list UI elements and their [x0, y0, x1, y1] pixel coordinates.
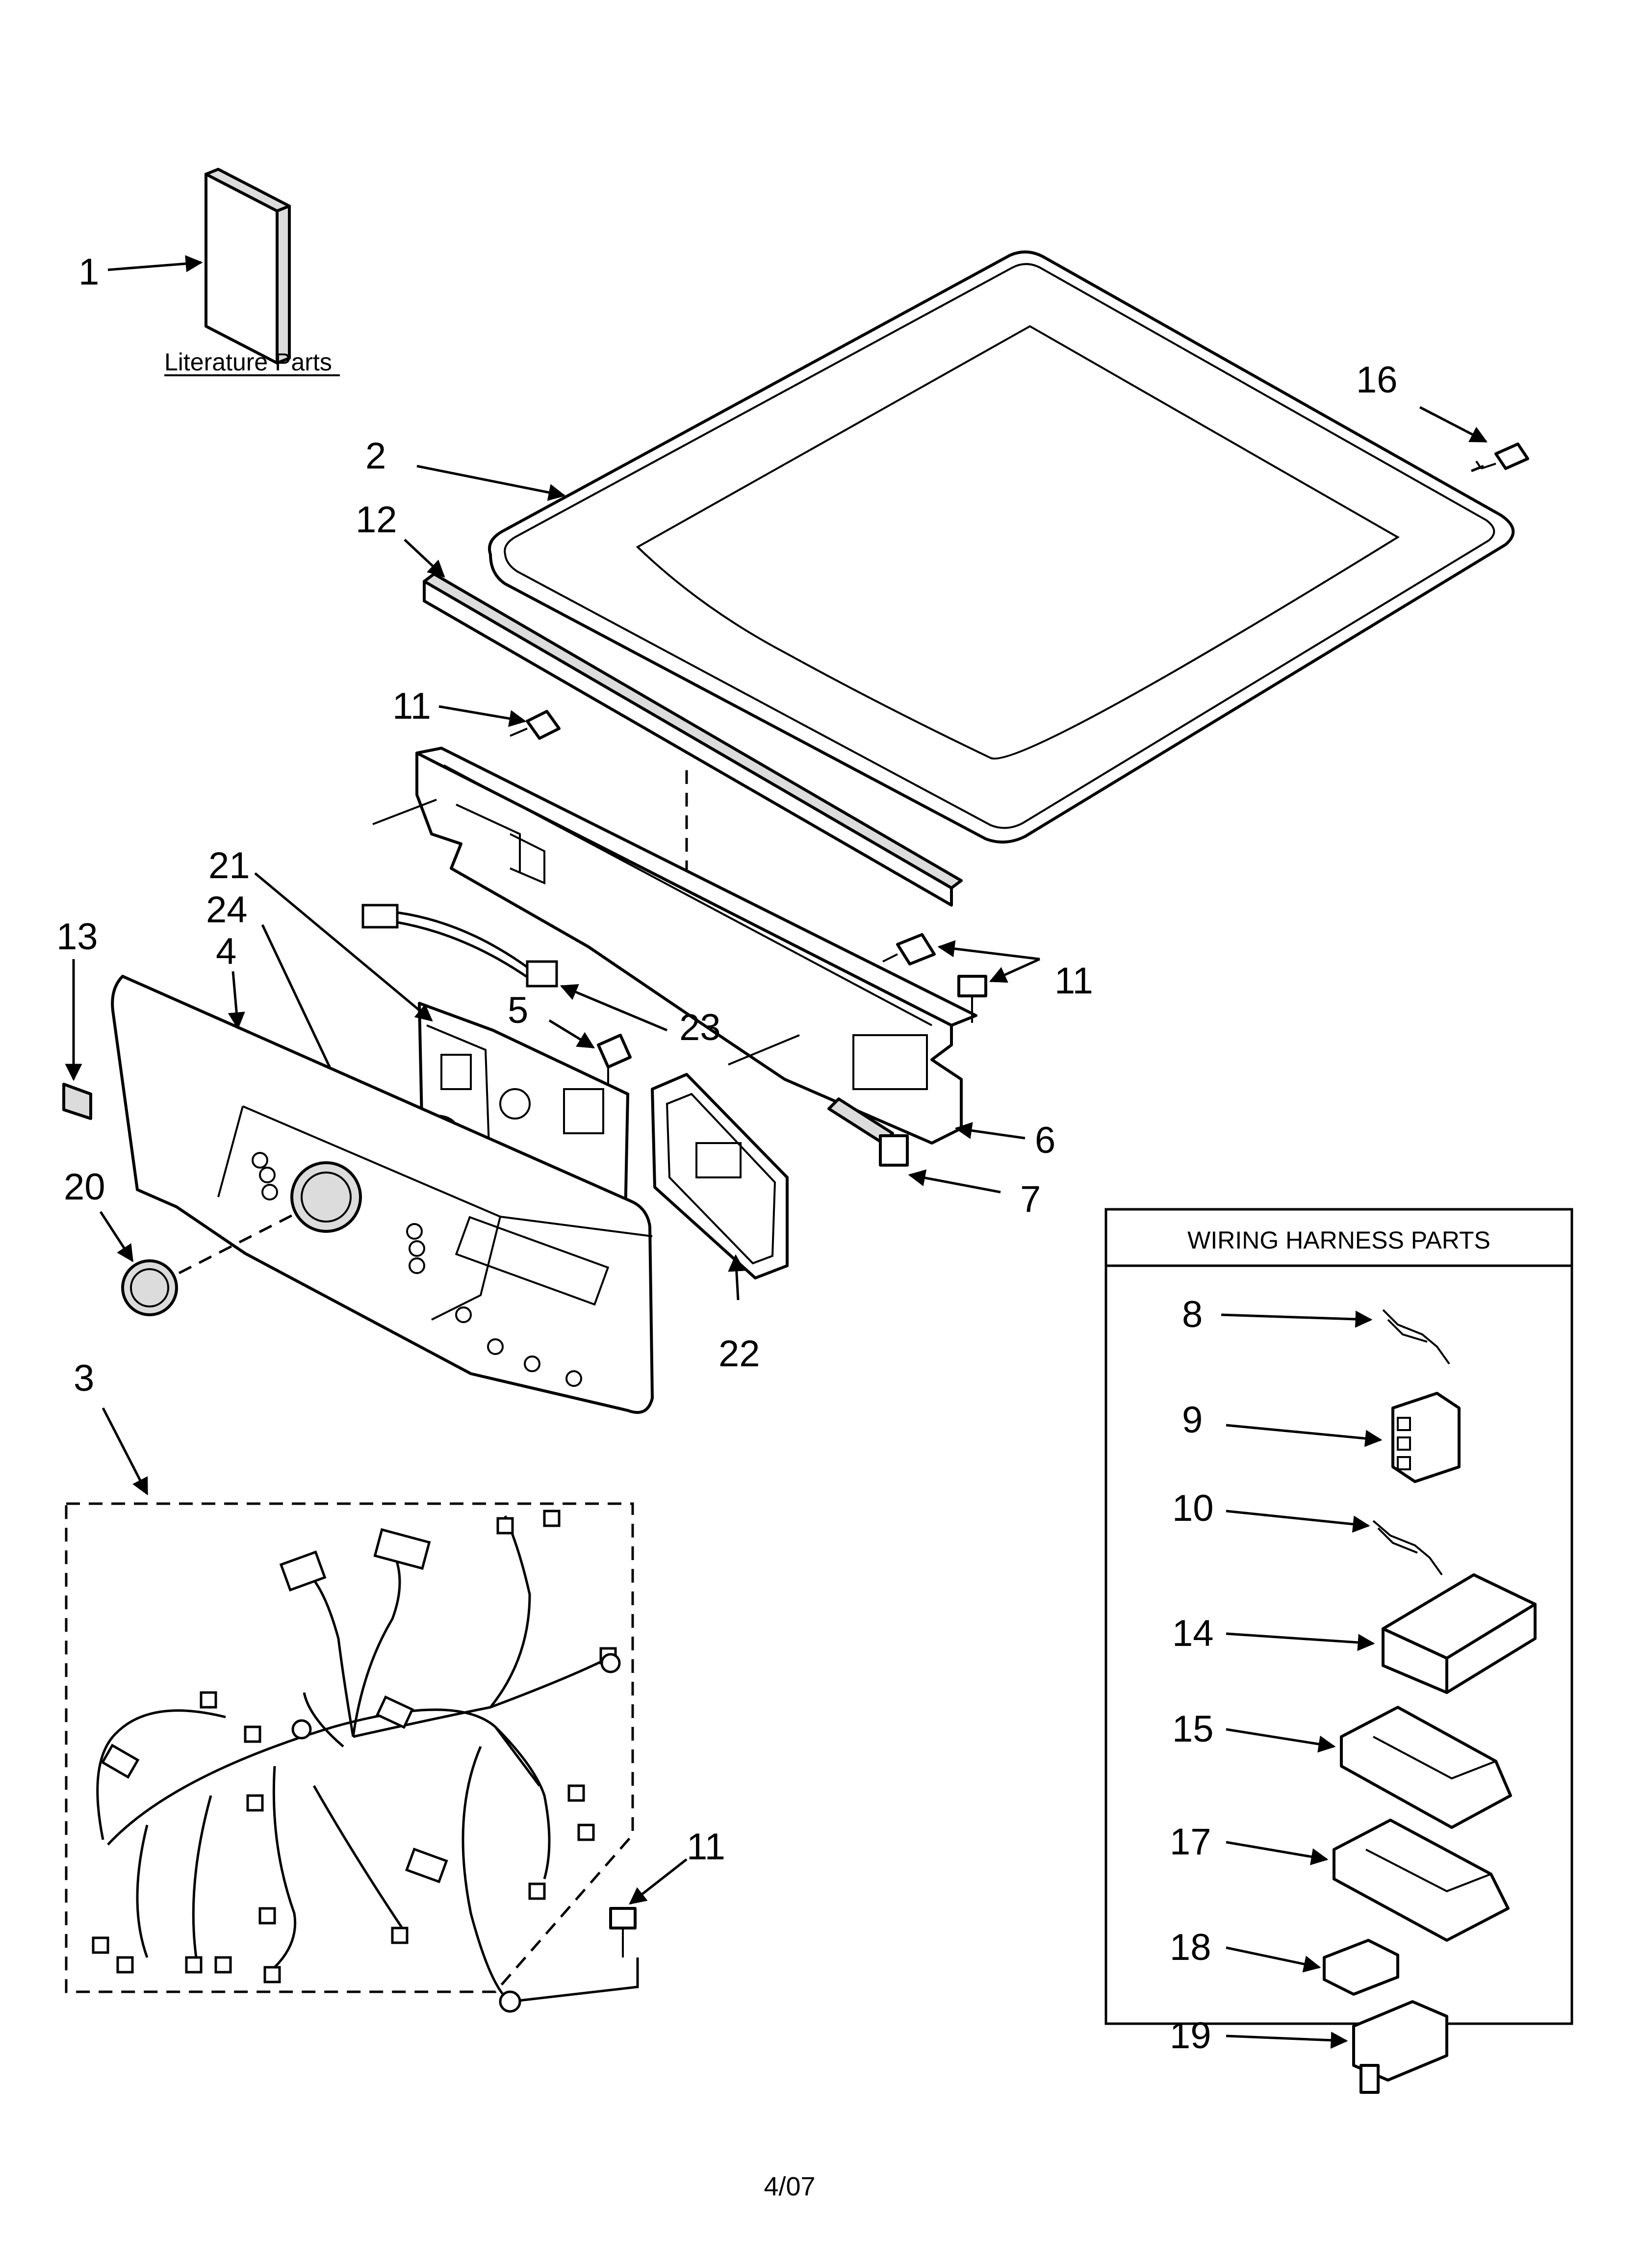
- leader-16: [1419, 406, 1488, 443]
- connector-9: [1391, 1392, 1461, 1483]
- callout-5: 5: [508, 990, 528, 1031]
- console-panel-4: [111, 975, 654, 1414]
- leader-8: [1221, 1310, 1373, 1328]
- ui-housing-22: [651, 1073, 789, 1279]
- callout-11-bottom: 11: [687, 1826, 725, 1868]
- leader-11-right-b: [989, 958, 1041, 983]
- callout-2: 2: [365, 435, 386, 477]
- terminal-10: [1372, 1520, 1443, 1576]
- leader-22: [728, 1254, 745, 1301]
- callout-16: 16: [1356, 359, 1398, 401]
- literature-booklet: [205, 168, 291, 365]
- leader-14: [1226, 1632, 1375, 1651]
- terminal-8: [1382, 1309, 1450, 1365]
- harness-3: [92, 1510, 639, 2013]
- screw-16: [1475, 443, 1529, 470]
- callout-11-top: 11: [392, 685, 431, 727]
- callout-13: 13: [56, 916, 98, 958]
- callout-20: 20: [64, 1166, 105, 1208]
- cable-tie-7: [827, 1097, 909, 1167]
- dash-16: [1471, 465, 1484, 472]
- callout-1: 1: [78, 251, 99, 293]
- page-footer: 4/07: [764, 2172, 815, 2201]
- screw-11-right-a: [882, 933, 936, 965]
- callout-24: 24: [206, 889, 248, 931]
- connector-14: [1382, 1573, 1537, 1694]
- leader-20: [99, 1211, 134, 1262]
- callout-4: 4: [216, 931, 236, 972]
- dryer-top-panel: [488, 250, 1515, 844]
- callout-15: 15: [1172, 1708, 1214, 1750]
- leader-4: [228, 971, 245, 1030]
- callout-7: 7: [1020, 1178, 1041, 1220]
- callout-12: 12: [356, 499, 397, 541]
- literature-label: Literature Parts: [164, 348, 332, 376]
- leader-18: [1226, 1946, 1321, 1973]
- wiring-harness-parts-box: [1104, 1208, 1573, 2025]
- leader-17: [1226, 1841, 1329, 1865]
- connector-17: [1333, 1819, 1510, 1942]
- leader-6: [954, 1122, 1026, 1140]
- connector-19: [1352, 2000, 1448, 2094]
- callout-11-right: 11: [1054, 960, 1093, 1002]
- callout-10: 10: [1172, 1487, 1214, 1529]
- leader-10: [1226, 1510, 1370, 1533]
- leader-21: [254, 872, 433, 1022]
- clip-5: [597, 1034, 632, 1084]
- connector-15: [1340, 1706, 1512, 1829]
- connector-18: [1323, 1939, 1399, 1996]
- callout-22: 22: [718, 1333, 760, 1375]
- leader-12: [404, 539, 445, 578]
- callout-8: 8: [1182, 1294, 1203, 1335]
- leader-19: [1226, 2032, 1348, 2049]
- leader-1: [107, 255, 203, 272]
- screw-11-bottom: [609, 1907, 637, 1957]
- leader-5: [548, 1019, 595, 1049]
- leader-2: [416, 465, 566, 501]
- leader-7: [908, 1169, 1001, 1194]
- harness-23: [361, 904, 558, 988]
- leader-9: [1226, 1424, 1383, 1447]
- screw-11-top: [510, 710, 561, 740]
- leader-11-right-a: [937, 940, 1040, 961]
- harness-3-dashed-box: [65, 1502, 634, 1993]
- leader-15: [1226, 1728, 1336, 1753]
- callout-23: 23: [679, 1007, 721, 1048]
- callout-17: 17: [1170, 1821, 1211, 1863]
- callout-9: 9: [1182, 1399, 1203, 1441]
- screw-11-right-b: [957, 975, 987, 1023]
- callout-6: 6: [1035, 1120, 1055, 1161]
- leader-11-top: [438, 705, 527, 727]
- callout-18: 18: [1170, 1927, 1211, 1968]
- callout-19: 19: [1170, 2015, 1211, 2057]
- bracket-tick-left: [372, 799, 437, 825]
- callout-21: 21: [208, 845, 250, 886]
- callout-14: 14: [1172, 1613, 1214, 1654]
- badge-13: [62, 1083, 92, 1120]
- wiring-box-title: WIRING HARNESS PARTS: [1187, 1226, 1490, 1254]
- leader-23: [560, 984, 667, 1032]
- console-bracket-6: [415, 747, 977, 1145]
- bracket-tick-mid: [728, 1034, 800, 1066]
- leader-3: [102, 1407, 149, 1496]
- callout-3: 3: [74, 1357, 94, 1399]
- leader-11-bottom: [629, 1858, 688, 1905]
- knob-20: [121, 1259, 178, 1316]
